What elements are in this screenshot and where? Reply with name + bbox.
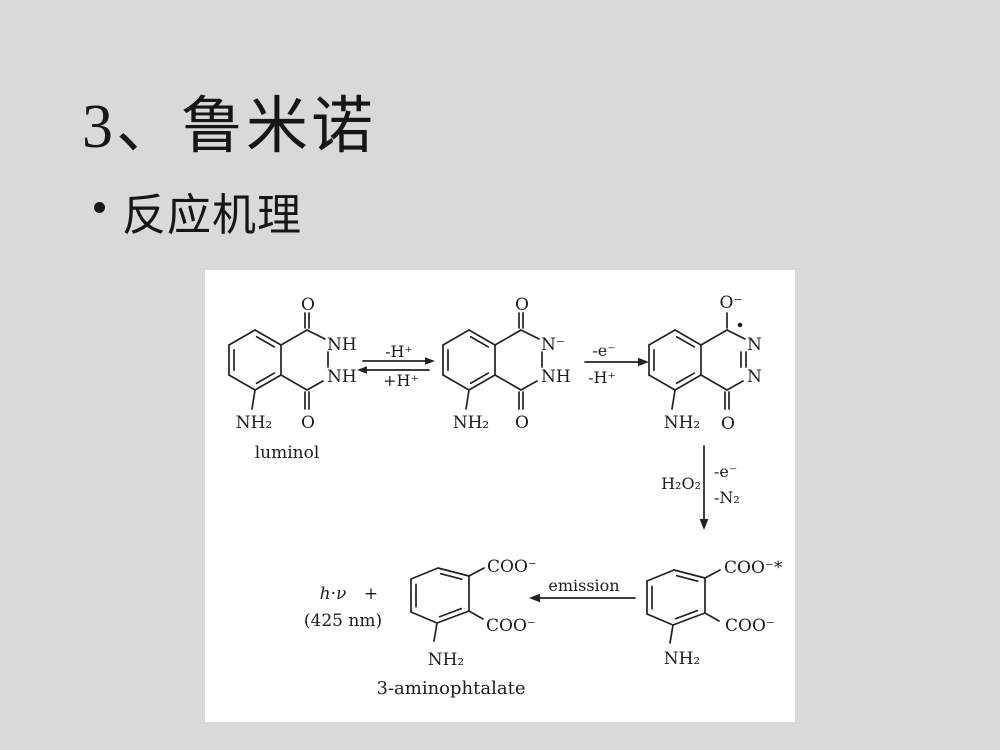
s1-nh-upper-label: NH <box>327 335 357 355</box>
mechanism-diagram: O NH NH O NH₂ luminol -H⁺ +H⁺ O N⁻ NH O … <box>228 293 783 699</box>
s1-caption: luminol <box>255 443 320 463</box>
photon-wavelength-label: (425 nm) <box>304 611 382 631</box>
down-arrow-e-label: -e⁻ <box>714 462 737 481</box>
bullet-item: 反应机理 <box>94 193 302 239</box>
eq-arrow-forward-label: -H⁺ <box>385 342 413 361</box>
photon-plus-label: + <box>364 584 378 604</box>
s5-coo-top-label: COO⁻ <box>487 557 537 577</box>
eq-arrow-reverse-label: +H⁺ <box>383 371 419 390</box>
s5-coo-bottom-label: COO⁻ <box>486 616 536 636</box>
photon-hv-label: h·ν <box>320 584 347 604</box>
s3-oxygen-anion-label: O⁻ <box>720 293 743 313</box>
radical-dot-icon <box>737 322 743 328</box>
s4-coo-top-label: COO⁻* <box>724 558 783 578</box>
ox-arrow-bottom-label: -H⁺ <box>588 368 616 387</box>
down-arrow-reagent-label: H₂O₂ <box>661 474 701 493</box>
slide-title: 3、鲁米诺 <box>82 93 377 161</box>
s2-n-anion-label: N⁻ <box>541 335 565 355</box>
s1-oxygen-bottom-label: O <box>301 413 315 433</box>
s1-amine-label: NH₂ <box>236 413 273 433</box>
s2-nh-lower-label: NH <box>541 367 571 387</box>
bond-linework <box>228 312 747 644</box>
s2-oxygen-top-label: O <box>515 295 529 315</box>
s2-amine-label: NH₂ <box>453 413 490 433</box>
s1-oxygen-top-label: O <box>301 295 315 315</box>
ox-arrow-top-label: -e⁻ <box>592 341 615 360</box>
emission-arrow-label: emission <box>548 576 619 595</box>
mechanism-figure-panel: O NH NH O NH₂ luminol -H⁺ +H⁺ O N⁻ NH O … <box>205 270 795 722</box>
down-arrow-n2-label: -N₂ <box>714 488 740 507</box>
s4-coo-bottom-label: COO⁻ <box>725 616 775 636</box>
s3-n-lower-label: N <box>747 367 762 387</box>
bullet-text: 反应机理 <box>122 191 302 240</box>
s5-amine-label: NH₂ <box>428 650 465 670</box>
bullet-icon <box>94 202 105 213</box>
s4-amine-label: NH₂ <box>664 649 701 669</box>
s1-nh-lower-label: NH <box>327 367 357 387</box>
s3-amine-label: NH₂ <box>664 413 701 433</box>
s5-caption: 3-aminophtalate <box>377 678 526 699</box>
s3-n-upper-label: N <box>747 335 762 355</box>
s2-oxygen-bottom-label: O <box>515 413 529 433</box>
s3-oxygen-bottom-label: O <box>721 414 735 434</box>
